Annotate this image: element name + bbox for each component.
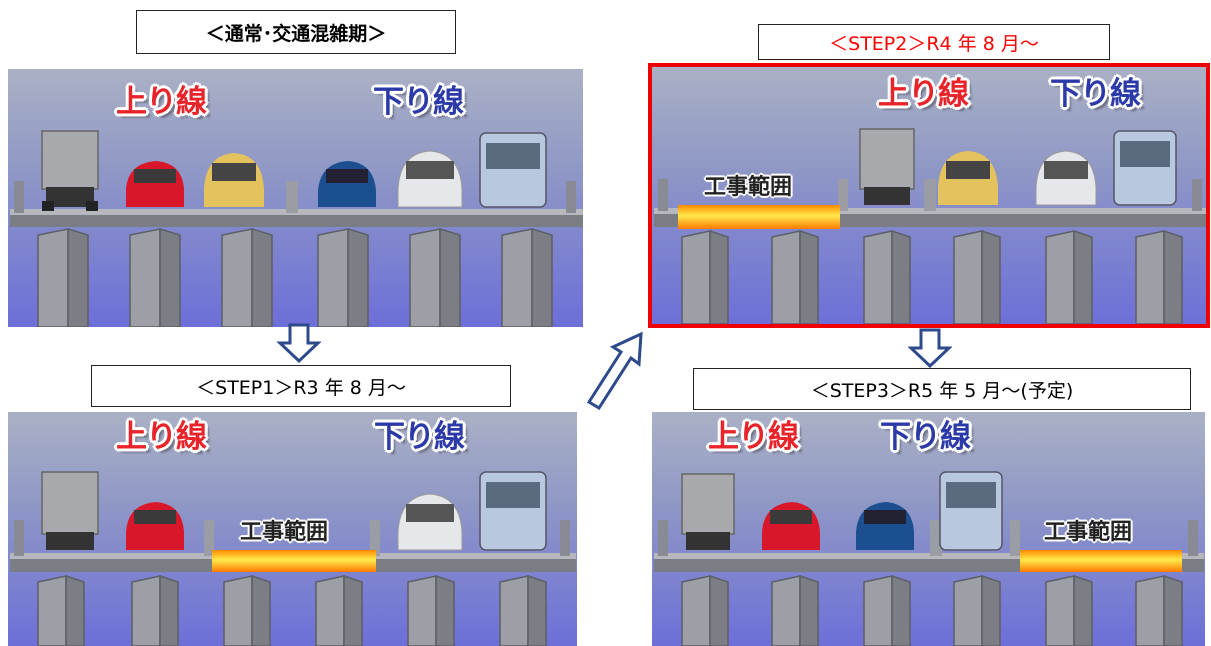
down-line-label: 下り線	[880, 419, 971, 455]
caption-step1: ＜STEP1＞R3 年 8 月～	[91, 365, 511, 407]
truck-icon	[41, 130, 99, 211]
down-line-label: 下り線	[1050, 76, 1141, 112]
blue-truck-icon	[939, 471, 1003, 551]
blue-truck-icon	[1113, 130, 1177, 206]
bridge-illustration-normal	[10, 130, 583, 327]
up-line-label: 上り線	[878, 76, 969, 112]
truck-icon	[681, 473, 735, 550]
yellow-car-icon	[204, 153, 264, 207]
truck-icon	[859, 128, 915, 205]
white-car-icon	[1035, 150, 1097, 206]
work-zone-bar	[678, 205, 840, 229]
yellow-car-icon	[938, 151, 998, 205]
truck-icon	[41, 471, 99, 550]
diagonal-up-right-arrow-icon	[586, 331, 643, 410]
red-car-icon	[762, 502, 820, 550]
work-zone-label: 工事範囲	[240, 520, 329, 545]
caption-step2: ＜STEP2＞R4 年 8 月～	[758, 24, 1110, 60]
work-zone-bar	[1020, 550, 1182, 572]
work-zone-label: 工事範囲	[704, 175, 793, 200]
panel-step1: 上り線 下り線 工事範囲	[8, 412, 577, 646]
blue-truck-icon	[479, 132, 547, 208]
white-car-icon	[397, 493, 463, 551]
down-arrow-icon	[277, 323, 321, 363]
panel-normal: 上り線 下り線	[8, 69, 583, 327]
up-line-label: 上り線	[116, 84, 207, 120]
bridge-illustration-step1	[10, 471, 576, 646]
work-zone-label: 工事範囲	[1044, 520, 1133, 545]
red-car-icon	[126, 502, 184, 550]
bridge-illustration-step3	[654, 471, 1204, 646]
blue-car-icon	[856, 502, 914, 550]
blue-car-icon	[318, 161, 376, 207]
up-line-label: 上り線	[708, 419, 799, 455]
down-arrow-icon	[908, 328, 952, 368]
panel-step2: 上り線 下り線 工事範囲	[652, 67, 1206, 324]
work-zone-bar	[212, 550, 376, 572]
up-line-label: 上り線	[116, 419, 207, 455]
bridge-illustration-step2	[654, 128, 1206, 324]
red-car-icon	[126, 161, 184, 207]
caption-normal: ＜通常･交通混雑期＞	[136, 10, 456, 54]
caption-step3: ＜STEP3＞R5 年 5 月～(予定)	[693, 368, 1191, 410]
blue-truck-icon	[479, 471, 547, 551]
panel-step3: 上り線 下り線 工事範囲	[652, 412, 1205, 646]
down-line-label: 下り線	[374, 419, 465, 455]
down-line-label: 下り線	[373, 84, 464, 120]
white-car-icon	[397, 150, 463, 208]
